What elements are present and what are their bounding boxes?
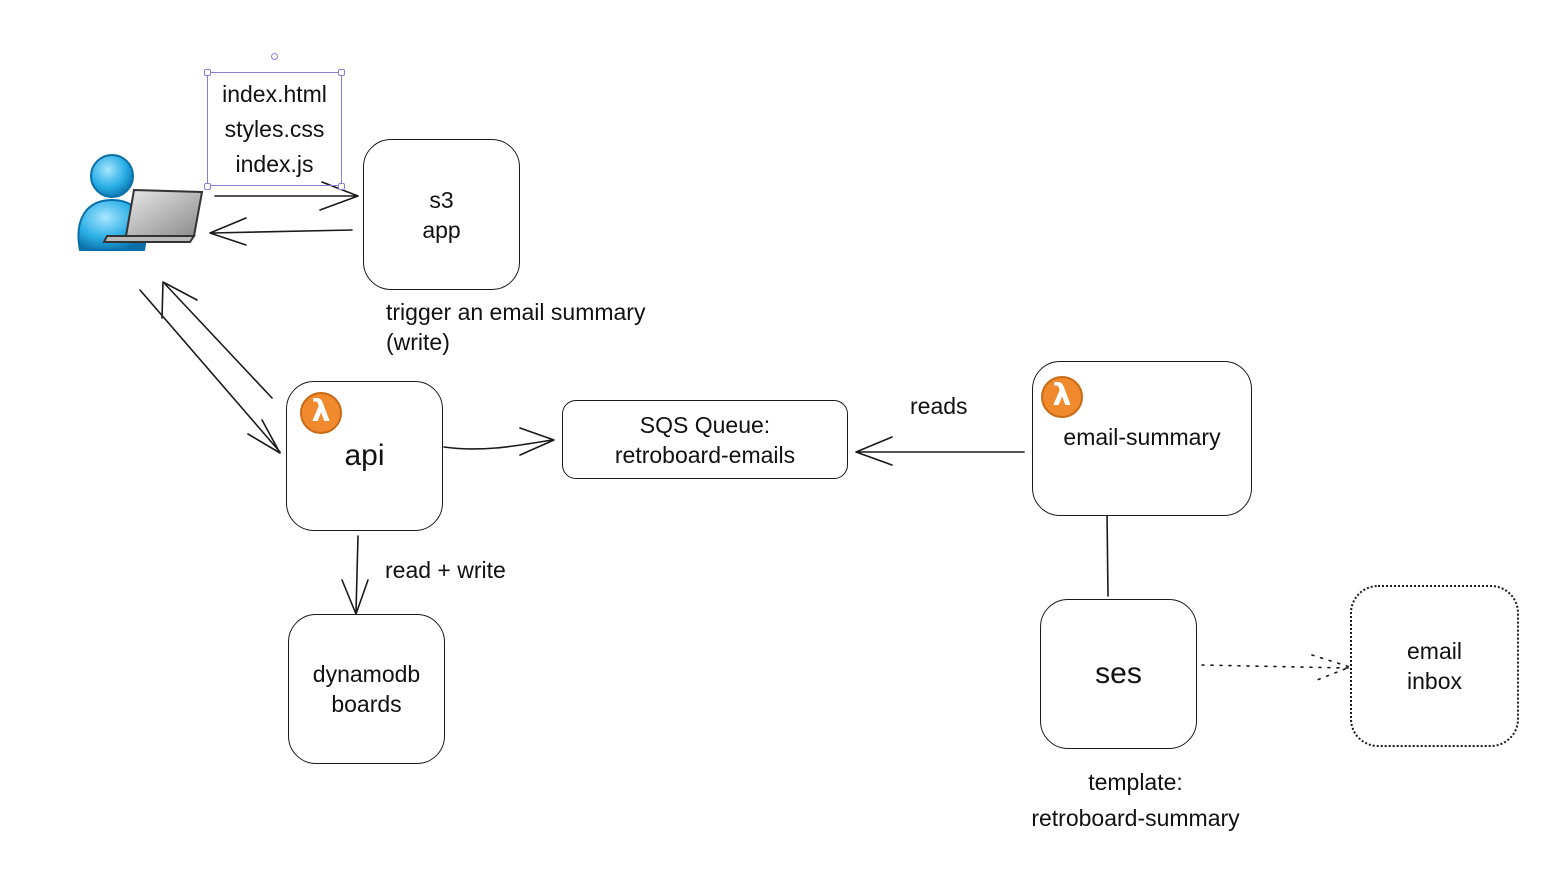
sqs-queue-label: SQS Queue: retroboard-emails (614, 411, 796, 468)
email-inbox-label: email inbox (1407, 638, 1462, 694)
s3-app-label: s3 app (422, 186, 461, 243)
trigger-label: trigger an email summary (write) (386, 299, 646, 355)
user-with-laptop-icon (77, 154, 204, 251)
sqs-queue-node[interactable]: SQS Queue: retroboard-emails (562, 400, 848, 479)
arrow-user-to-s3 (214, 181, 359, 211)
arrow-api-to-dynamodb (341, 535, 369, 615)
selection-handle[interactable] (338, 183, 345, 190)
selection-handle[interactable] (338, 69, 345, 76)
reads-label: reads (910, 393, 968, 419)
ses-node[interactable]: ses (1040, 599, 1197, 749)
line-email-summary-to-ses (1106, 511, 1109, 597)
rotate-handle[interactable] (271, 53, 278, 60)
email-inbox-node[interactable]: email inbox (1350, 585, 1519, 747)
template-label: template: retroboard-summary (1031, 769, 1240, 831)
ses-label: ses (1095, 657, 1142, 690)
dynamodb-boards-node[interactable]: dynamodb boards (288, 614, 445, 764)
arrow-ses-to-inbox (1201, 654, 1351, 683)
arrow-s3-to-user (209, 217, 353, 246)
arrow-api-to-user (161, 281, 273, 399)
static-files-note[interactable]: index.html styles.css index.js (207, 72, 342, 186)
selection-handle[interactable] (204, 183, 211, 190)
arrow-api-to-sqs (443, 427, 555, 456)
s3-app-node[interactable]: s3 app (363, 139, 520, 290)
arrow-user-to-api (139, 289, 281, 454)
api-lambda-icon: λ (300, 392, 342, 434)
email-summary-label: email-summary (1063, 424, 1221, 450)
api-label: api (344, 439, 385, 472)
email-summary-lambda-icon: λ (1041, 376, 1083, 418)
selection-handle[interactable] (204, 69, 211, 76)
dynamodb-boards-label: dynamodb boards (312, 661, 421, 717)
arrow-email-summary-to-sqs (855, 436, 1025, 466)
read-write-label: read + write (385, 557, 506, 583)
